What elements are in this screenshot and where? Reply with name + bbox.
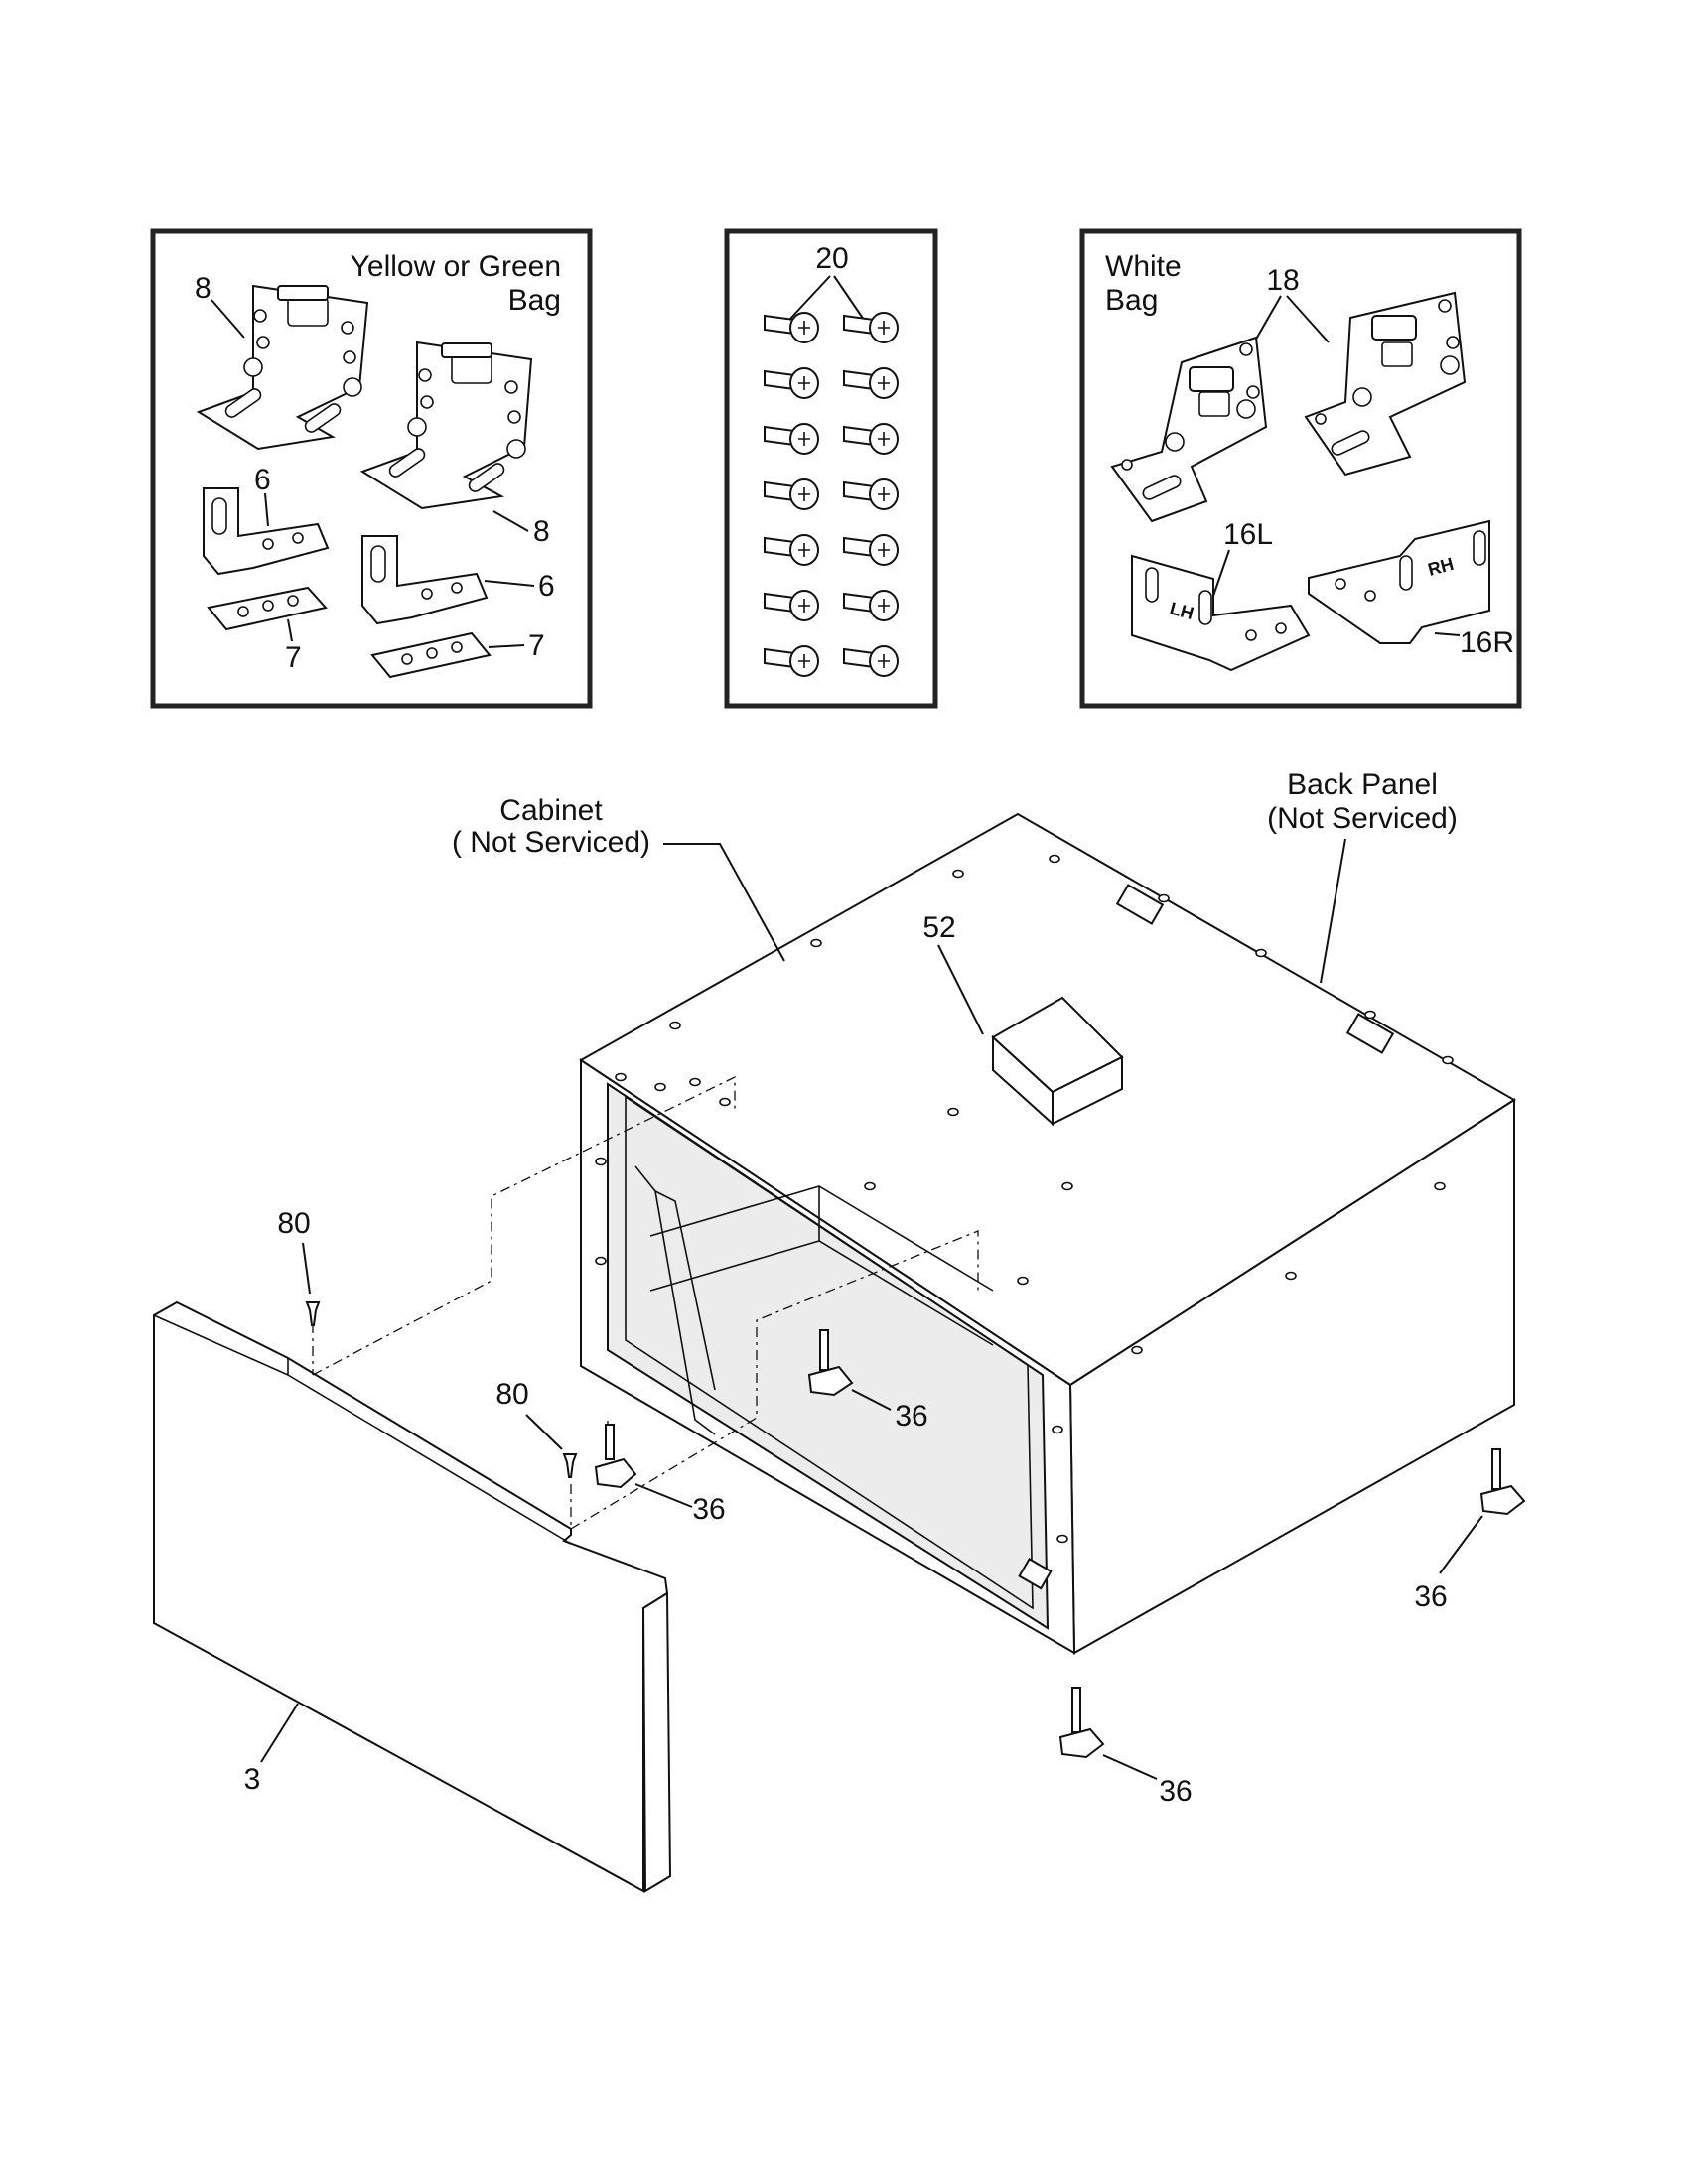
screw-20-left-2 <box>764 367 819 399</box>
panel-frame-middle <box>724 228 938 709</box>
screw-20-left-4 <box>764 478 819 510</box>
mounting-hole <box>689 1077 701 1087</box>
mounting-hole <box>654 1082 666 1092</box>
screw-20-right-3 <box>843 423 899 455</box>
mounting-hole <box>1131 1345 1143 1355</box>
callout-6-b: 6 <box>538 570 555 603</box>
cabinet-top-holes <box>595 854 1454 1544</box>
callout-36-c: 36 <box>1414 1580 1447 1613</box>
screw-20-right-2 <box>843 367 899 399</box>
mounting-hole <box>947 1107 959 1117</box>
cabinet-label-line1: Cabinet <box>499 794 603 827</box>
front-panel-3 <box>153 1300 672 1893</box>
mounting-hole <box>952 869 964 879</box>
plate-7-b <box>370 631 492 679</box>
screw-20-right-5 <box>843 534 899 566</box>
callout-18: 18 <box>1266 264 1299 297</box>
callout-16R: 16R <box>1460 626 1514 659</box>
bracket-6-a <box>203 487 330 576</box>
mounting-hole <box>1285 1271 1297 1281</box>
screw-20-left-5 <box>764 534 819 566</box>
screw-column-right <box>843 312 899 677</box>
mounting-hole <box>1434 1181 1446 1191</box>
cabinet-label-line2: ( Not Serviced) <box>452 826 650 859</box>
callout-80-a: 80 <box>277 1207 310 1240</box>
hinge-bracket-8-b <box>359 341 533 510</box>
cabinet-assembly: 52 Cabinet ( Not Serviced) Back Panel (N… <box>153 768 1526 1893</box>
callout-36-d: 36 <box>1159 1775 1192 1808</box>
callout-36-b: 36 <box>895 1400 927 1433</box>
mounting-hole <box>1255 948 1267 958</box>
mounting-hole <box>1049 854 1060 864</box>
screw-20-left-7 <box>764 645 819 677</box>
back-panel-label-line2: (Not Serviced) <box>1267 802 1458 835</box>
callout-36-a: 36 <box>692 1493 725 1526</box>
callout-8-b: 8 <box>533 515 550 548</box>
callout-52: 52 <box>922 911 955 944</box>
mounting-hole <box>719 1097 731 1107</box>
callout-20: 20 <box>815 242 848 275</box>
foam-block-52 <box>991 996 1124 1127</box>
screw-20-right-4 <box>843 478 899 510</box>
panel-left-title-line2: Bag <box>508 284 561 317</box>
plate-7-a <box>207 586 328 631</box>
screw-80-b <box>562 1453 578 1478</box>
screw-20-right-1 <box>843 312 899 343</box>
panel-right-title-line1: White <box>1105 250 1182 283</box>
screw-20-left-3 <box>764 423 819 455</box>
screw-20-right-6 <box>843 590 899 621</box>
cabinet-leader <box>663 843 785 962</box>
screw-20-left-6 <box>764 590 819 621</box>
mounting-hole <box>669 1021 681 1030</box>
panel-frame-left <box>150 228 593 709</box>
back-panel-leader <box>1320 838 1346 984</box>
mounting-hole <box>1052 1425 1063 1434</box>
panel-white-bag: White Bag 18 <box>1079 228 1522 709</box>
callout-7-b: 7 <box>528 629 545 662</box>
mounting-hole <box>864 1181 876 1191</box>
panel-frame-right <box>1079 228 1522 709</box>
mounting-hole <box>1364 1010 1376 1020</box>
callout-8-a: 8 <box>195 272 211 305</box>
mounting-hole <box>1017 1276 1029 1286</box>
panel-right-title-line2: Bag <box>1105 284 1158 317</box>
bracket-16R: RH <box>1308 519 1490 644</box>
leg-36-c <box>1479 1448 1526 1516</box>
mounting-hole <box>595 1256 607 1266</box>
leg-36-d <box>1058 1687 1105 1759</box>
panel-screws: 20 <box>724 228 938 709</box>
back-panel-label-line1: Back Panel <box>1287 768 1438 801</box>
screw-20-right-7 <box>843 645 899 677</box>
callout-7-a: 7 <box>285 641 302 674</box>
leg-36-a <box>594 1424 637 1489</box>
screw-column-left <box>764 312 819 677</box>
bracket-6-b <box>361 535 489 625</box>
callout-3: 3 <box>244 1763 261 1796</box>
bracket-16L: LH <box>1131 554 1311 672</box>
mounting-hole <box>1158 893 1170 903</box>
panel-yellow-green-bag: Yellow or Green Bag <box>150 228 593 709</box>
mounting-hole <box>595 1157 607 1166</box>
callout-6-a: 6 <box>254 464 271 496</box>
panel-left-title-line1: Yellow or Green <box>351 250 561 283</box>
screw-80-a <box>305 1301 321 1326</box>
callout-16L: 16L <box>1223 518 1273 551</box>
leg-36-b <box>807 1329 854 1397</box>
mounting-hole <box>1061 1181 1073 1191</box>
mounting-hole <box>810 938 822 948</box>
hinge-bracket-8-a <box>196 284 369 451</box>
mounting-hole <box>615 1072 627 1082</box>
hinge-18-a <box>1110 336 1268 523</box>
callout-80-b: 80 <box>495 1378 528 1411</box>
mounting-hole <box>1056 1534 1068 1544</box>
hinge-18-b <box>1304 291 1467 477</box>
screw-20-left-1 <box>764 312 819 343</box>
mounting-hole <box>1442 1055 1454 1065</box>
